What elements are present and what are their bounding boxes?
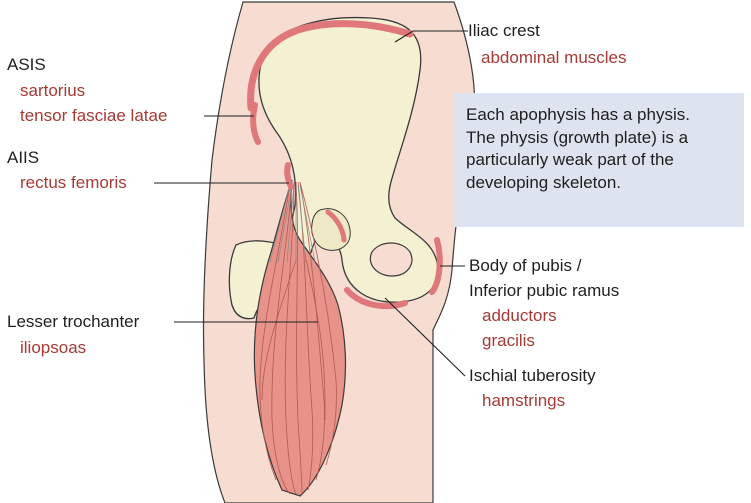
asis-muscle-tfl: tensor fasciae latae — [20, 106, 167, 126]
iliac-crest-muscle: abdominal muscles — [481, 48, 627, 68]
asis-muscle-sartorius: sartorius — [20, 81, 85, 101]
obturator-foramen — [370, 243, 412, 276]
pubis-title-line1: Body of pubis / — [469, 256, 581, 276]
aiis-title: AIIS — [7, 148, 39, 168]
iliac-crest-title: Iliac crest — [468, 21, 540, 41]
asis-title: ASIS — [7, 55, 46, 75]
aiis-muscle: rectus femoris — [20, 173, 127, 193]
aiis-apophysis — [287, 165, 291, 187]
info-box: Each apophysis has a physis. The physis … — [454, 93, 744, 227]
pubis-muscle-gracilis: gracilis — [482, 331, 535, 351]
pubis-muscle-adductors: adductors — [482, 306, 557, 326]
lesser-trochanter-muscle: iliopsoas — [20, 338, 86, 358]
lesser-trochanter-title: Lesser trochanter — [7, 312, 139, 332]
ischial-tuberosity-muscle: hamstrings — [482, 391, 565, 411]
info-box-text: Each apophysis has a physis. The physis … — [466, 104, 744, 194]
pubis-title-line2: Inferior pubic ramus — [469, 281, 619, 301]
ischial-tuberosity-title: Ischial tuberosity — [469, 366, 596, 386]
